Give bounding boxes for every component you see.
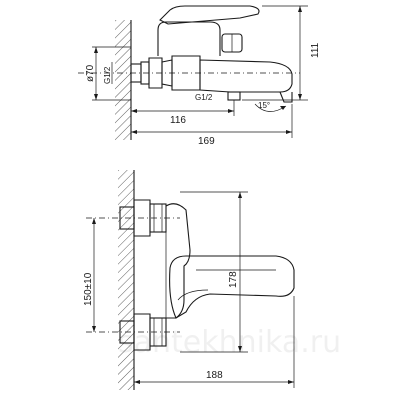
d169-label: 169	[198, 136, 215, 147]
d116-label: 116	[170, 115, 186, 126]
d178-label: 178	[228, 271, 239, 288]
top-view: ø70 G1/2 111 G1/2 116	[78, 5, 321, 147]
dim-g12-spout: G1/2	[195, 93, 213, 102]
mixer-body-front	[165, 203, 295, 319]
d150-label: 150±10	[83, 272, 94, 306]
dim-d70: ø70	[85, 46, 131, 101]
dim-178: 178	[180, 191, 248, 353]
dim-g12-left: G1/2	[103, 62, 113, 84]
angle15-label: 15°	[258, 101, 270, 110]
d188-label: 188	[206, 370, 223, 381]
dim-188: 188	[134, 296, 295, 388]
bottom-view: 150±10 178 188	[83, 170, 295, 390]
dim-169: 169	[131, 104, 293, 147]
dim-150: 150±10	[83, 218, 96, 332]
d111-label: 111	[310, 42, 321, 58]
watermark: santekhnika.ru	[118, 325, 341, 360]
g12-spout-label: G1/2	[195, 93, 213, 102]
dim-116: 116	[131, 100, 235, 126]
g12-left-label: G1/2	[103, 66, 112, 84]
wall-top	[115, 20, 132, 140]
d70-label: ø70	[85, 64, 96, 82]
dim-angle15: 15°	[242, 99, 292, 112]
mixer-body-side	[130, 5, 293, 103]
dim-111: 111	[262, 5, 321, 101]
